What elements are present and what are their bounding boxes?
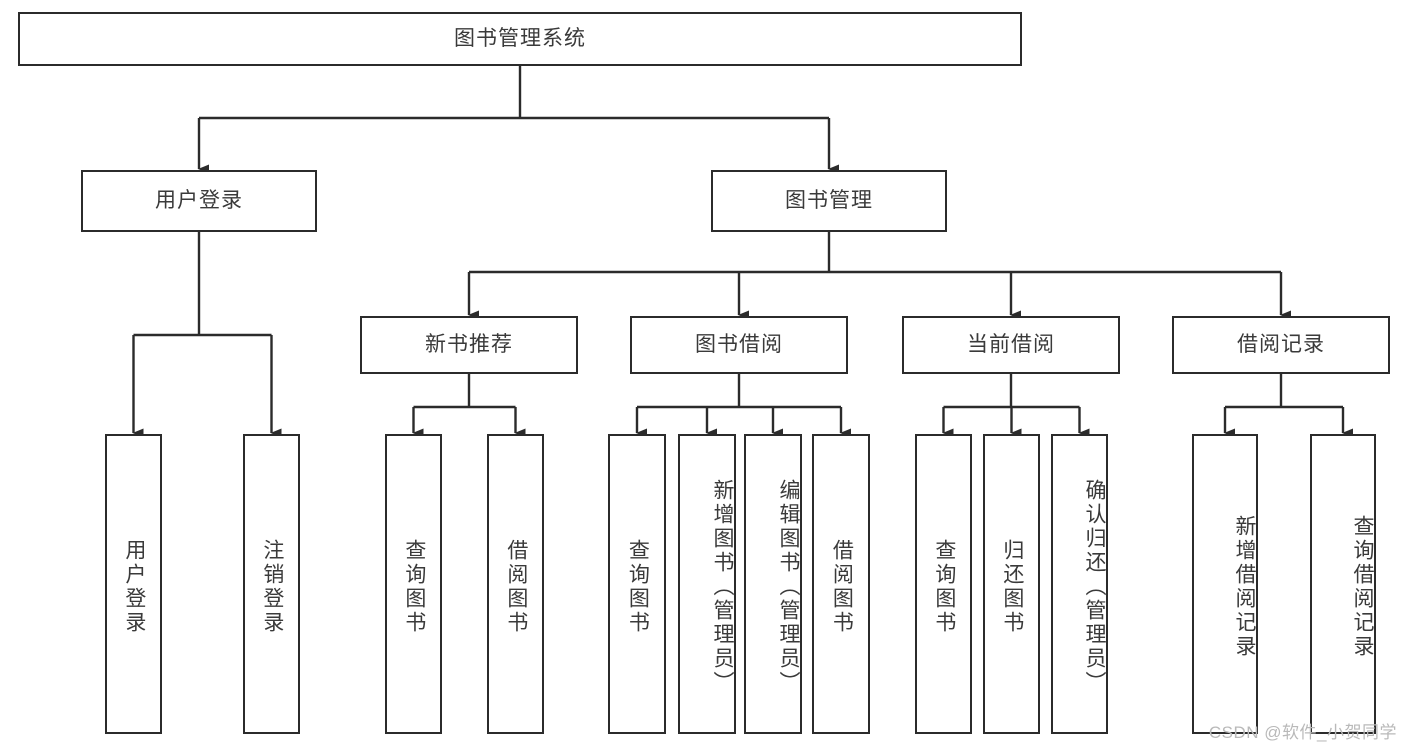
watermark: CSDN @软件_小贺同学 bbox=[1208, 723, 1397, 742]
node-label: 当前借阅 bbox=[967, 332, 1055, 356]
node-label: 新书推荐 bbox=[425, 332, 513, 356]
node-l2[interactable]: 注销登录 bbox=[243, 434, 300, 734]
node-b2[interactable]: 新增图书（管理员） bbox=[678, 434, 736, 734]
node-newbook[interactable]: 新书推荐 bbox=[360, 316, 578, 374]
node-b1[interactable]: 查询图书 bbox=[608, 434, 666, 734]
node-bookmgmt[interactable]: 图书管理 bbox=[711, 170, 947, 232]
node-label: 查询借阅记录 bbox=[1351, 515, 1374, 659]
node-label: 确认归还（管理员） bbox=[1083, 479, 1106, 695]
node-c3[interactable]: 确认归还（管理员） bbox=[1051, 434, 1108, 734]
node-records[interactable]: 借阅记录 bbox=[1172, 316, 1390, 374]
node-borrow[interactable]: 图书借阅 bbox=[630, 316, 848, 374]
node-label: 图书管理系统 bbox=[454, 26, 586, 50]
node-current[interactable]: 当前借阅 bbox=[902, 316, 1120, 374]
node-label: 新增借阅记录 bbox=[1233, 515, 1256, 659]
node-label: 注销登录 bbox=[260, 539, 284, 635]
node-n2[interactable]: 借阅图书 bbox=[487, 434, 544, 734]
node-label: 查询图书 bbox=[932, 539, 956, 635]
node-l1[interactable]: 用户登录 bbox=[105, 434, 162, 734]
node-label: 新增图书（管理员） bbox=[711, 479, 734, 695]
node-b3[interactable]: 编辑图书（管理员） bbox=[744, 434, 802, 734]
node-label: 查询图书 bbox=[626, 539, 650, 635]
node-b4[interactable]: 借阅图书 bbox=[812, 434, 870, 734]
node-n1[interactable]: 查询图书 bbox=[385, 434, 442, 734]
node-c2[interactable]: 归还图书 bbox=[983, 434, 1040, 734]
node-label: 归还图书 bbox=[1000, 539, 1024, 635]
node-label: 图书借阅 bbox=[695, 332, 783, 356]
node-label: 借阅记录 bbox=[1237, 332, 1325, 356]
node-label: 借阅图书 bbox=[504, 539, 528, 635]
node-label: 图书管理 bbox=[785, 188, 873, 212]
node-c1[interactable]: 查询图书 bbox=[915, 434, 972, 734]
node-r1[interactable]: 新增借阅记录 bbox=[1192, 434, 1258, 734]
node-r2[interactable]: 查询借阅记录 bbox=[1310, 434, 1376, 734]
node-label: 用户登录 bbox=[122, 539, 146, 635]
node-label: 查询图书 bbox=[402, 539, 426, 635]
node-label: 用户登录 bbox=[155, 188, 243, 212]
node-label: 借阅图书 bbox=[830, 539, 854, 635]
node-root[interactable]: 图书管理系统 bbox=[18, 12, 1022, 66]
node-label: 编辑图书（管理员） bbox=[777, 479, 800, 695]
node-login[interactable]: 用户登录 bbox=[81, 170, 317, 232]
